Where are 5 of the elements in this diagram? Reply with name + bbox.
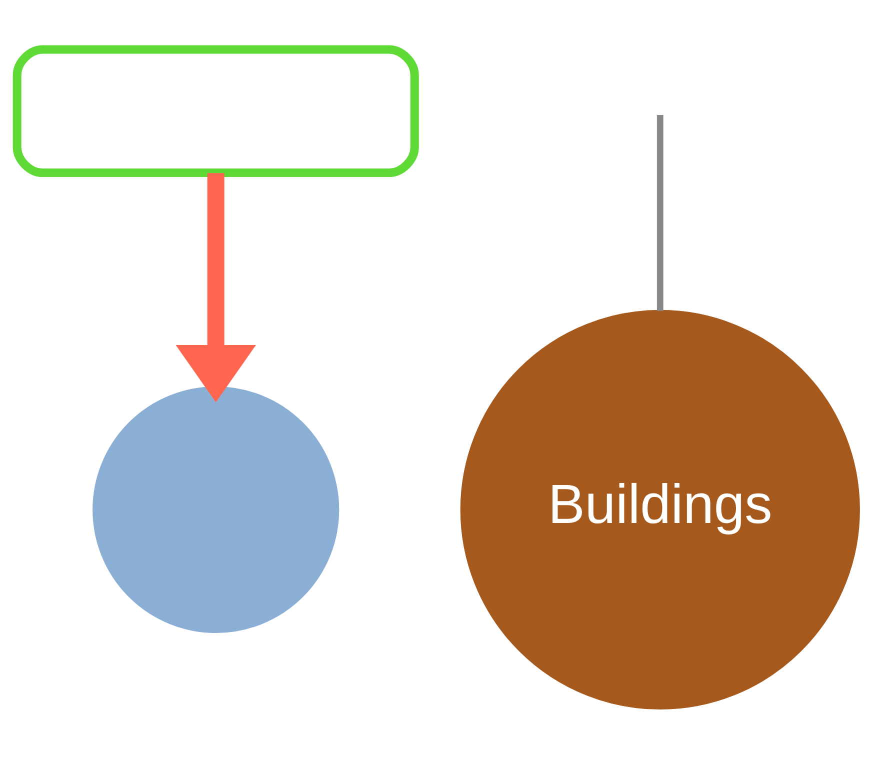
arrow — [176, 173, 256, 402]
connector — [656, 115, 664, 311]
node-circle — [92, 386, 340, 634]
node-circle: Buildings — [460, 310, 860, 710]
node-box — [12, 45, 419, 178]
